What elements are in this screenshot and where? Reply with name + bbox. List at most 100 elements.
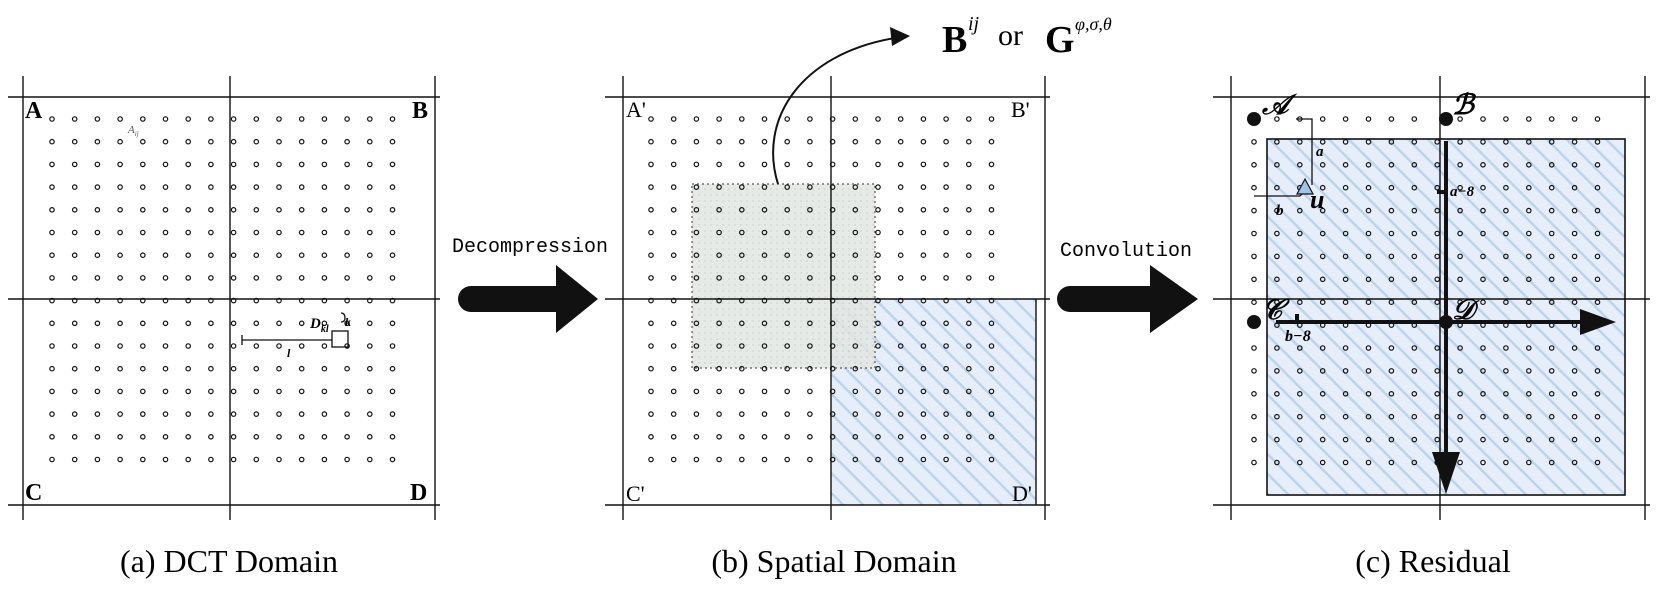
grid-dot <box>1342 276 1349 283</box>
grid-dot <box>162 161 169 168</box>
grid-dot <box>670 184 677 190</box>
grid-dot <box>738 252 745 259</box>
grid-dot <box>988 433 995 440</box>
grid-dot <box>1274 253 1280 260</box>
grid-dot <box>852 184 859 190</box>
grid-dot <box>1411 390 1418 397</box>
grid-dot <box>49 343 55 349</box>
grid-dot <box>49 433 55 440</box>
grid-dot <box>1503 390 1509 397</box>
grid-dot <box>94 456 101 463</box>
grid-dot <box>1571 116 1578 122</box>
grid-dot <box>670 138 677 145</box>
grid-dot <box>761 297 768 304</box>
grid-dot <box>1274 345 1280 351</box>
grid-dot <box>1571 436 1578 443</box>
grid-dot <box>716 184 722 190</box>
grid-dot <box>94 229 101 236</box>
grid-dot <box>1503 139 1509 145</box>
grid-dot <box>897 343 904 349</box>
grid-dot <box>1594 436 1601 443</box>
grid-dot <box>1457 276 1463 283</box>
grid-dot <box>117 388 123 395</box>
grid-dot <box>1480 184 1486 191</box>
grid-dot <box>389 320 396 327</box>
grid-dot <box>648 388 654 395</box>
grid-dot <box>321 229 328 236</box>
grid-dot <box>117 116 123 122</box>
grid-dot <box>829 275 836 281</box>
grid-dot <box>71 138 78 145</box>
grid-dot <box>1319 436 1326 443</box>
grid-dot <box>94 207 101 213</box>
label-u: u <box>1310 185 1324 214</box>
grid-dot <box>1571 253 1578 260</box>
grid-dot <box>117 411 123 417</box>
grid-dot <box>829 343 836 349</box>
grid-dot <box>988 388 995 395</box>
grid-dot <box>784 433 791 440</box>
grid-dot <box>389 252 396 259</box>
grid-dot <box>761 184 768 190</box>
grid-dot <box>366 297 373 304</box>
panel-residual: 𝒜 ℬ 𝒞 𝒟 a b u a−8 b−8 (c) Residual <box>1213 76 1650 579</box>
grid-dot <box>276 297 282 304</box>
grid-dot <box>298 433 305 440</box>
grid-dot <box>321 184 328 190</box>
grid-dot <box>920 229 927 236</box>
grid-dot <box>807 207 813 213</box>
grid-dot <box>389 116 396 122</box>
grid-dot <box>208 275 214 281</box>
grid-dot <box>648 343 654 349</box>
grid-dot <box>94 297 101 304</box>
grid-dot <box>875 433 881 440</box>
grid-dot <box>1594 162 1601 168</box>
label-b8: b−8 <box>1285 328 1311 345</box>
grid-dot <box>1548 299 1555 306</box>
grid-dot <box>1480 436 1486 443</box>
grid-dot <box>276 207 282 213</box>
grid-dot <box>738 411 745 417</box>
grid-dot <box>162 297 169 304</box>
grid-dot <box>1251 230 1257 237</box>
grid-dot <box>1319 253 1326 260</box>
grid-dot <box>875 456 881 463</box>
grid-dot <box>1411 413 1418 420</box>
grid-dot <box>1457 345 1463 351</box>
grid-dot <box>366 456 373 463</box>
grid-dot <box>693 161 700 168</box>
grid-dot <box>1365 368 1372 374</box>
grid-dot <box>208 207 214 213</box>
caption-b: (b) Spatial Domain <box>711 543 956 579</box>
grid-dot <box>1434 299 1441 306</box>
grid-dot <box>897 388 904 395</box>
grid-dot <box>49 116 55 122</box>
grid-dot <box>298 320 305 327</box>
grid-dot <box>1548 207 1555 214</box>
grid-dot <box>140 229 146 236</box>
grid-dot <box>1526 253 1532 260</box>
grid-dot <box>852 252 859 259</box>
grid-dot <box>49 411 55 417</box>
grid-dot <box>1411 184 1418 191</box>
grid-dot <box>49 184 55 190</box>
grid-dot <box>1411 139 1418 145</box>
grid-dot <box>117 161 123 168</box>
grid-dot <box>943 161 949 168</box>
grid-dot <box>1480 230 1486 237</box>
grid-dot <box>344 365 350 372</box>
grid-dot <box>1434 390 1441 397</box>
grid-dot <box>344 388 350 395</box>
tick-a8 <box>1437 190 1444 194</box>
grid-dot <box>253 229 260 236</box>
grid-dot <box>875 161 881 168</box>
grid-dot <box>738 320 745 327</box>
grid-dot <box>1297 345 1303 351</box>
grid-dot <box>920 116 927 122</box>
grid-dot <box>784 456 791 463</box>
grid-dot <box>1434 413 1441 420</box>
grid-dot <box>140 320 146 327</box>
corner-label-a-bl: C <box>25 480 42 506</box>
grid-dot <box>875 207 881 213</box>
grid-dot <box>1388 230 1395 237</box>
